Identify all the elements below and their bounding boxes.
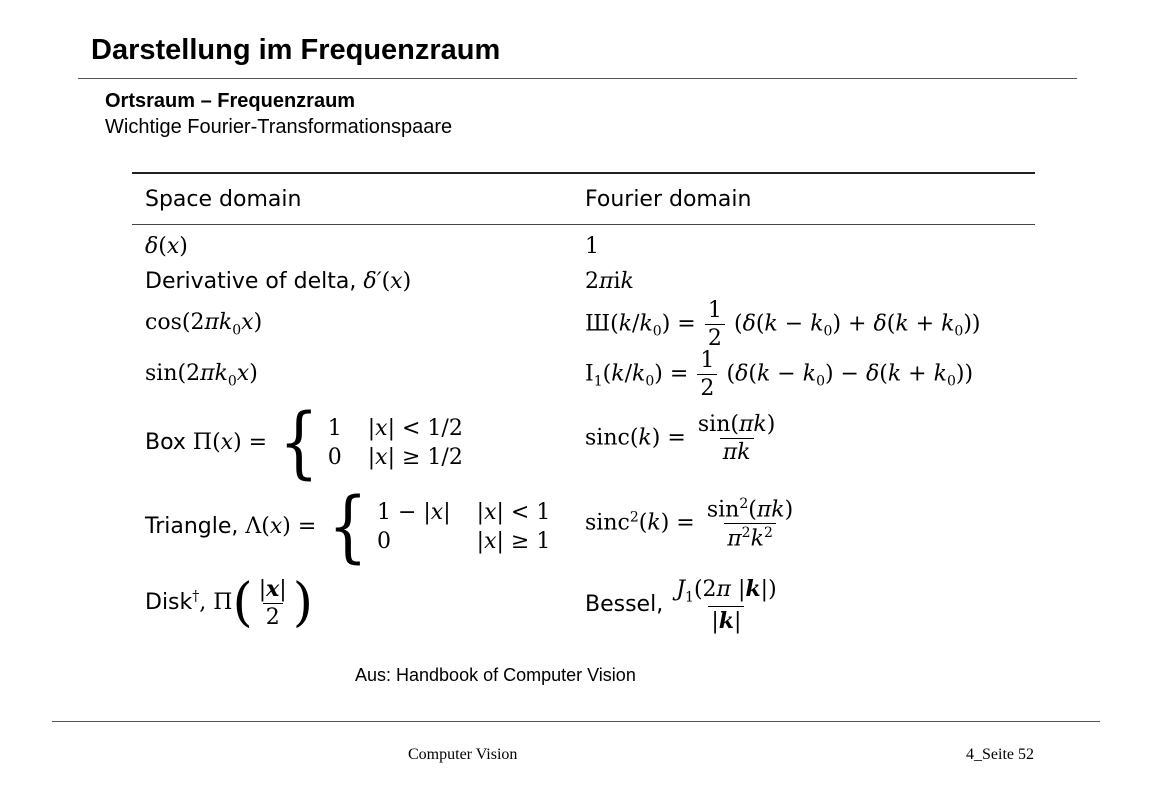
space-cell: Box Π(x) = { 1|x| < 1/2 0|x| ≥ 1/2 (145, 398, 463, 488)
title-divider (78, 78, 1077, 79)
fourier-cell: 2πik (585, 269, 634, 294)
header-space-domain: Space domain (145, 187, 302, 212)
table-row: δ(x) 1 (132, 225, 1035, 262)
space-cell: Disk†, Π(|x|2) (145, 573, 313, 633)
table-header-row: Space domain Fourier domain (132, 174, 1035, 224)
fourier-cell: sinc2(k) = sin2(πk)π2k2 (585, 496, 794, 552)
fourier-pairs-table: Space domain Fourier domain δ(x) 1 Deriv… (132, 172, 1035, 646)
table-top-rule (132, 172, 1035, 174)
table-row: Box Π(x) = { 1|x| < 1/2 0|x| ≥ 1/2 sinc(… (132, 402, 1035, 486)
fourier-cell: Bessel, J1(2π |k|)|k| (585, 576, 777, 635)
section-heading: Ortsraum – Frequenzraum (105, 90, 356, 112)
footer-divider (52, 721, 1100, 722)
space-cell: sin(2πk0x) (145, 361, 258, 390)
space-cell: cos(2πk0x) (145, 310, 263, 339)
footer-page-number: 4_Seite 52 (966, 746, 1034, 763)
space-cell: Triangle, Λ(x) = { 1 − |x||x| < 1 0|x| ≥… (145, 482, 551, 572)
table-header-rule (132, 224, 1035, 225)
header-fourier-domain: Fourier domain (585, 187, 752, 212)
table-row: Triangle, Λ(x) = { 1 − |x||x| < 1 0|x| ≥… (132, 486, 1035, 576)
fourier-cell: sinc(k) = sin(πk)πk (585, 412, 776, 465)
space-cell: Derivative of delta, δ′(x) (145, 269, 412, 294)
table-row: Derivative of delta, δ′(x) 2πik (132, 262, 1035, 302)
source-note: Aus: Handbook of Computer Vision (355, 665, 636, 685)
space-cell: δ(x) (145, 234, 188, 259)
footer-course-name: Computer Vision (408, 746, 518, 763)
section-subheading: Wichtige Fourier-Transformationspaare (105, 116, 453, 138)
slide-title: Darstellung im Frequenzraum (91, 34, 501, 66)
fourier-cell: 1 (585, 234, 599, 259)
table-row: Disk†, Π(|x|2) Bessel, J1(2π |k|)|k| (132, 576, 1035, 646)
